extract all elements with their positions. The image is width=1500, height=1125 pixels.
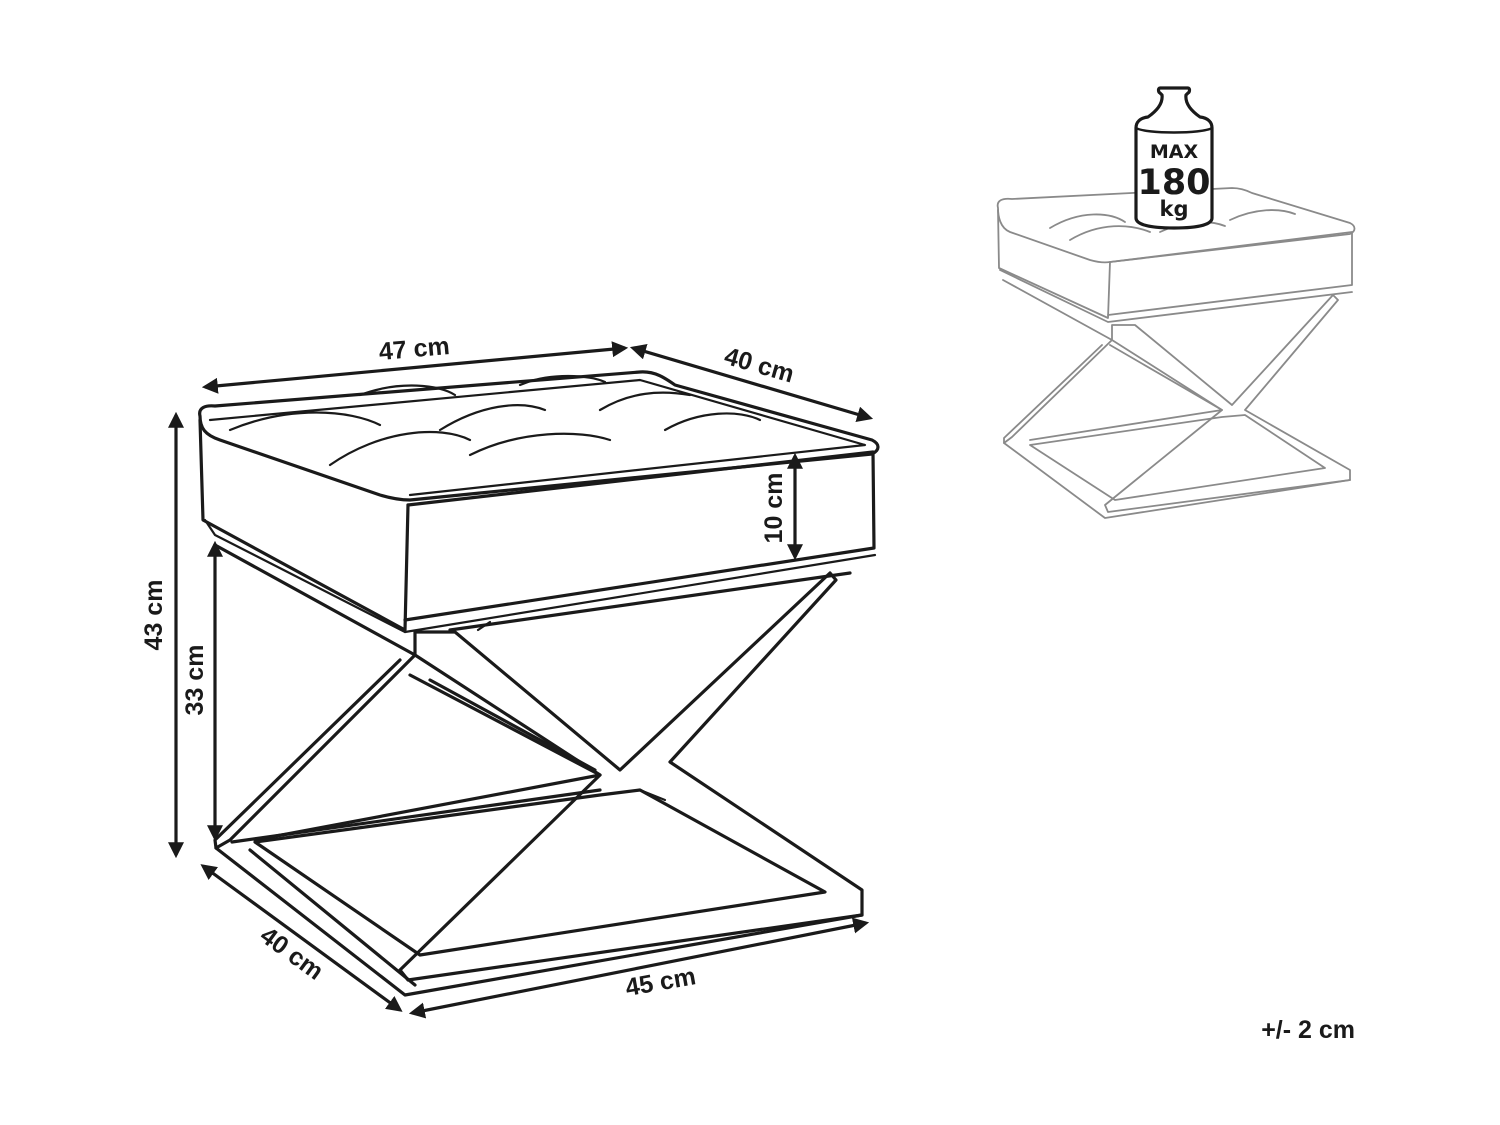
tolerance-note: +/- 2 cm xyxy=(1261,1016,1355,1044)
top-width-label: 47 cm xyxy=(378,332,451,366)
weight-max-text: MAX xyxy=(1150,141,1199,163)
weight-value-text: 180 xyxy=(1137,163,1210,203)
top-depth-label: 40 cm xyxy=(721,342,797,388)
cushion-height-label: 10 cm xyxy=(760,473,788,544)
weight-unit-text: kg xyxy=(1160,197,1189,221)
max-load-weight-icon: MAX 180 kg xyxy=(1134,86,1214,230)
load-capacity-stool-drawing xyxy=(996,187,1356,519)
main-stool-drawing xyxy=(198,370,880,997)
leg-height-label: 33 cm xyxy=(181,645,209,716)
total-height-label: 43 cm xyxy=(140,580,168,651)
dimension-lines xyxy=(168,341,874,1019)
